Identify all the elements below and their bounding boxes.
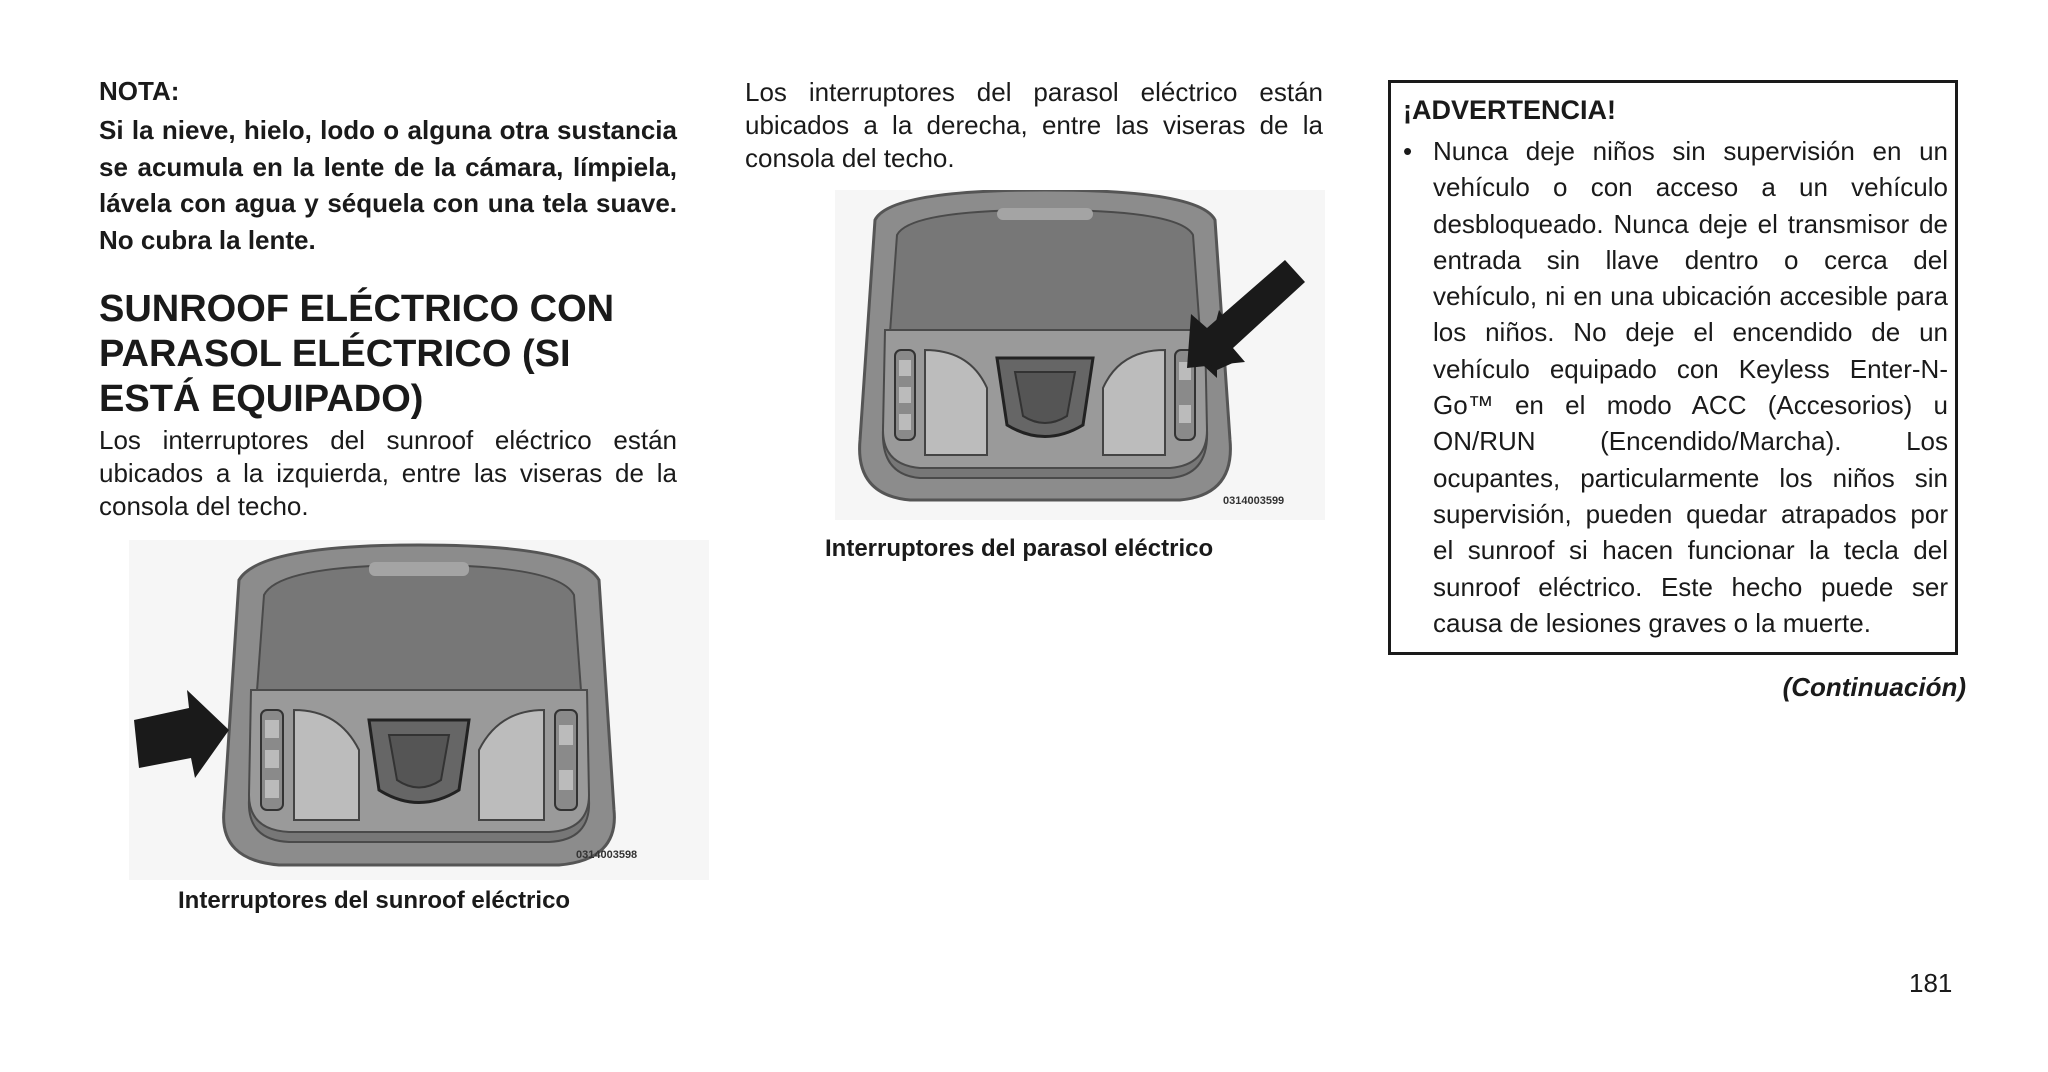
warning-title: ¡ADVERTENCIA! <box>1403 95 1616 125</box>
note-text: Si la nieve, hielo, lodo o alguna otra s… <box>99 115 677 255</box>
bullet-icon: • <box>1403 136 1413 166</box>
sunshade-intro-text: Los interruptores del parasol eléctrico … <box>745 77 1323 173</box>
sunroof-switches-figure: 0314003598 <box>129 540 709 880</box>
figure1-code: 0314003598 <box>576 849 637 861</box>
figure2-caption: Interruptores del parasol eléctrico <box>825 535 1214 562</box>
sunshade-switches-figure: 0314003599 <box>835 188 1325 520</box>
page-number: 181 <box>1909 968 1953 998</box>
section-heading: SUNROOF ELÉCTRICO CON PARASOL ELÉCTRICO … <box>99 288 615 420</box>
figure2-code: 0314003599 <box>1223 495 1284 507</box>
warning-text: Nunca deje niños sin supervisión en un v… <box>1433 136 1948 638</box>
continuation-label: (Continuación) <box>1782 672 1966 702</box>
figure1-caption: Interruptores del sunroof eléctrico <box>178 887 571 914</box>
warning-box: ¡ADVERTENCIA! • Nunca deje niños sin sup… <box>1388 80 1958 655</box>
note-label: NOTA: <box>99 76 180 106</box>
sunroof-intro-text: Los interruptores del sunroof eléctrico … <box>99 425 677 521</box>
